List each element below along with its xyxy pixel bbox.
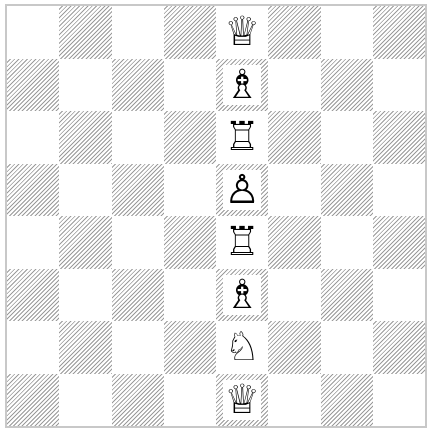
square-f4[interactable] [268,216,320,269]
square-b3[interactable] [59,269,111,322]
square-g1[interactable] [321,374,373,427]
square-h4[interactable] [373,216,425,269]
square-h3[interactable] [373,269,425,322]
square-g3[interactable] [321,269,373,322]
white-pawn-icon[interactable]: ♙ [223,170,261,210]
square-f3[interactable] [268,269,320,322]
square-a1[interactable] [7,374,59,427]
piece-glyph: ♙ [223,170,261,210]
square-f8[interactable] [268,6,320,59]
square-d1[interactable] [164,374,216,427]
square-g4[interactable] [321,216,373,269]
white-bishop-icon[interactable]: ♗ [223,275,261,315]
piece-glyph: ♖ [223,117,261,157]
square-f6[interactable] [268,111,320,164]
white-rook-icon[interactable]: ♖ [223,117,261,157]
square-a6[interactable] [7,111,59,164]
square-b7[interactable] [59,59,111,112]
piece-glyph: ♕ [223,380,261,420]
chess-board: ♕ ♗ ♖ ♙ ♖ ♗ ♘ ♕ [5,4,427,428]
square-g7[interactable] [321,59,373,112]
square-d6[interactable] [164,111,216,164]
white-rook-icon[interactable]: ♖ [223,222,261,262]
square-d2[interactable] [164,321,216,374]
square-e2[interactable]: ♘ [216,321,268,374]
square-e7[interactable]: ♗ [216,59,268,112]
square-f5[interactable] [268,164,320,217]
square-c1[interactable] [112,374,164,427]
square-h8[interactable] [373,6,425,59]
square-c3[interactable] [112,269,164,322]
square-c6[interactable] [112,111,164,164]
square-h7[interactable] [373,59,425,112]
square-e4[interactable]: ♖ [216,216,268,269]
square-c7[interactable] [112,59,164,112]
square-d7[interactable] [164,59,216,112]
square-e5[interactable]: ♙ [216,164,268,217]
white-knight-icon[interactable]: ♘ [223,327,261,367]
square-g2[interactable] [321,321,373,374]
piece-glyph: ♘ [223,327,261,367]
square-f2[interactable] [268,321,320,374]
square-a4[interactable] [7,216,59,269]
square-d3[interactable] [164,269,216,322]
square-e3[interactable]: ♗ [216,269,268,322]
square-f1[interactable] [268,374,320,427]
square-g8[interactable] [321,6,373,59]
piece-glyph: ♗ [223,275,261,315]
piece-glyph: ♖ [223,222,261,262]
square-a5[interactable] [7,164,59,217]
square-h1[interactable] [373,374,425,427]
piece-glyph: ♕ [223,12,261,52]
square-h6[interactable] [373,111,425,164]
piece-glyph: ♗ [223,65,261,105]
square-c4[interactable] [112,216,164,269]
square-c8[interactable] [112,6,164,59]
square-h5[interactable] [373,164,425,217]
square-c5[interactable] [112,164,164,217]
square-a8[interactable] [7,6,59,59]
white-queen-icon[interactable]: ♕ [223,380,261,420]
square-a2[interactable] [7,321,59,374]
square-b6[interactable] [59,111,111,164]
square-e6[interactable]: ♖ [216,111,268,164]
square-e8[interactable]: ♕ [216,6,268,59]
square-f7[interactable] [268,59,320,112]
white-queen-icon[interactable]: ♕ [223,12,261,52]
square-e1[interactable]: ♕ [216,374,268,427]
square-b2[interactable] [59,321,111,374]
square-a7[interactable] [7,59,59,112]
white-bishop-icon[interactable]: ♗ [223,65,261,105]
square-h2[interactable] [373,321,425,374]
square-b8[interactable] [59,6,111,59]
square-d5[interactable] [164,164,216,217]
square-b4[interactable] [59,216,111,269]
square-d4[interactable] [164,216,216,269]
square-c2[interactable] [112,321,164,374]
square-a3[interactable] [7,269,59,322]
square-g6[interactable] [321,111,373,164]
square-d8[interactable] [164,6,216,59]
square-b1[interactable] [59,374,111,427]
square-g5[interactable] [321,164,373,217]
square-b5[interactable] [59,164,111,217]
